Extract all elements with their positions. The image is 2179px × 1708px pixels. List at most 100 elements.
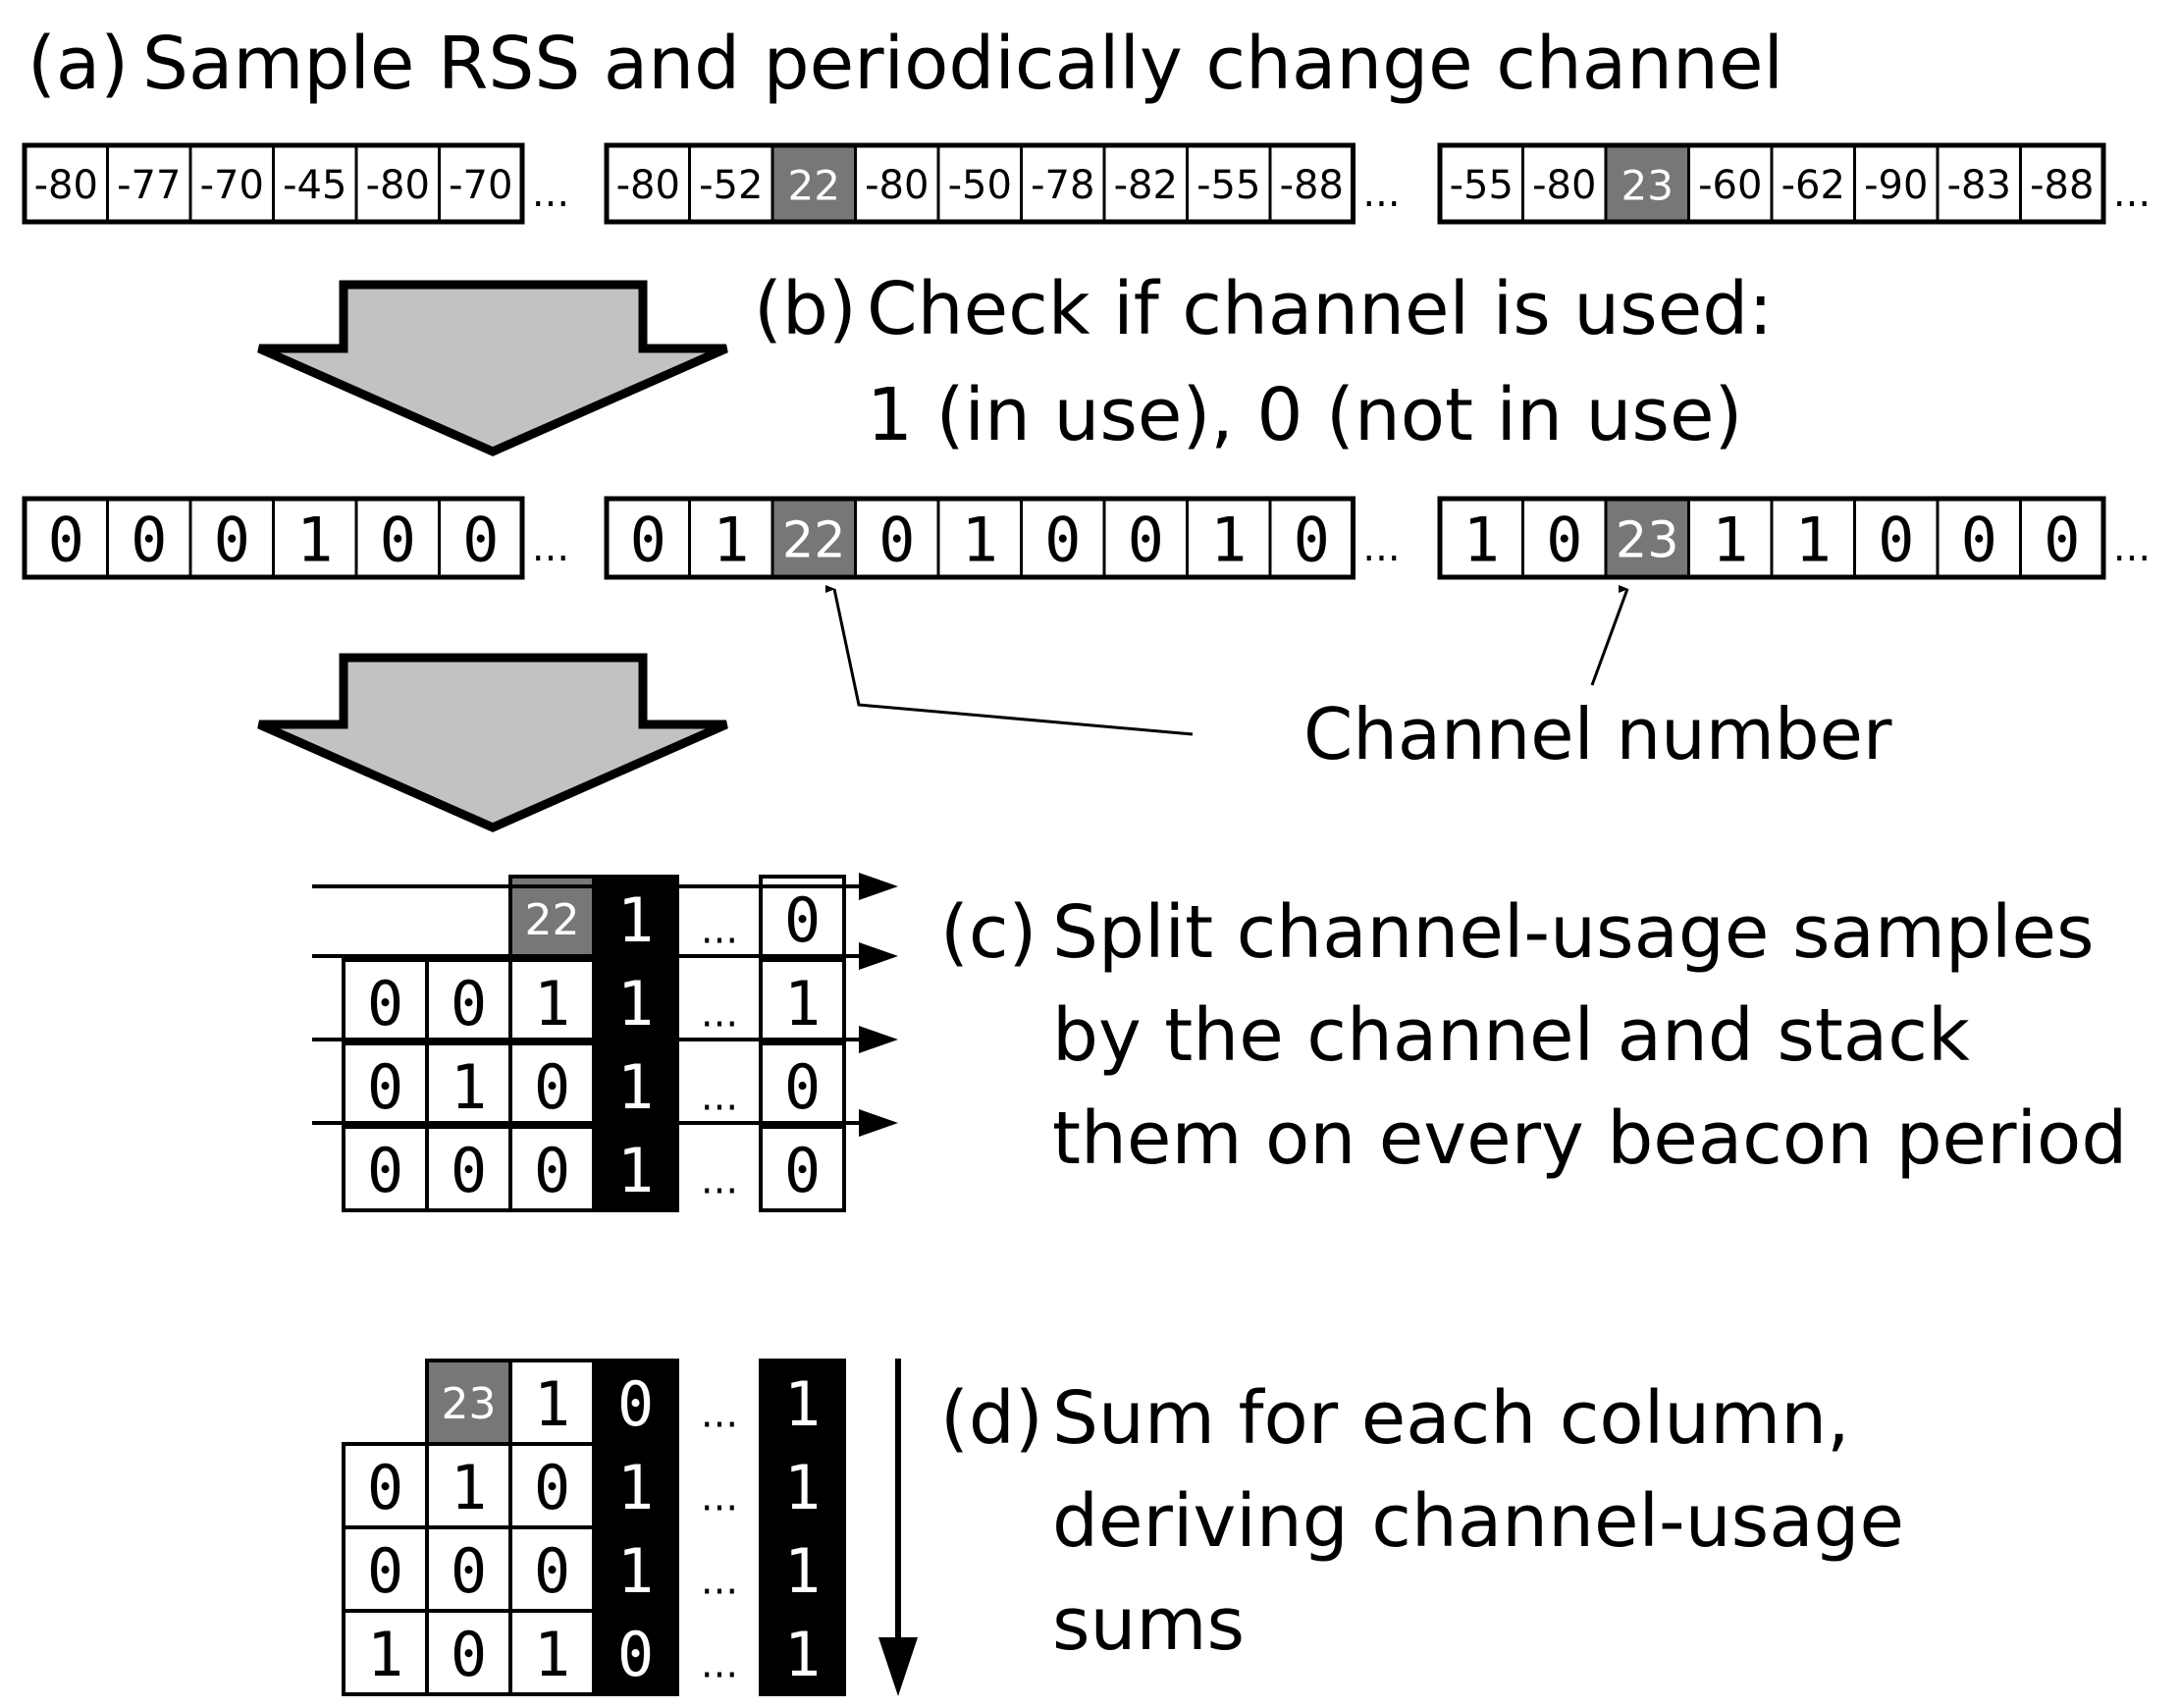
rss-value: -45	[283, 163, 346, 208]
stack-c-cell	[759, 1125, 846, 1212]
usage-cell	[23, 497, 109, 579]
stack-c-cell	[508, 1041, 596, 1129]
stack-c-cell	[342, 1041, 429, 1129]
step-d-line-3: sums	[1052, 1582, 1245, 1667]
stack-c-value: 0	[367, 1135, 403, 1206]
stack-c-value: 1	[784, 968, 821, 1040]
usage-value: 1	[1463, 505, 1500, 576]
callout-pointer-22	[825, 585, 1194, 736]
usage-value: 1	[296, 505, 333, 576]
rss-ellipsis: ...	[532, 171, 569, 216]
stack-c-cell	[759, 958, 846, 1045]
usage-value: 1	[713, 505, 749, 576]
usage-cell	[354, 497, 441, 579]
stack-d-cell	[342, 1525, 429, 1613]
usage-segment-border	[604, 496, 1355, 580]
stack-d-value: 1	[534, 1368, 570, 1440]
rss-segment-border	[604, 142, 1355, 225]
usage-ellipsis: ...	[1362, 525, 1400, 570]
stack-c-value: 0	[784, 1135, 821, 1206]
usage-value: 0	[1128, 505, 1164, 576]
step-a-marker: (a)	[27, 22, 129, 106]
usage-value: 0	[48, 505, 84, 576]
usage-value: 0	[630, 505, 666, 576]
stack-d-value: 0	[451, 1619, 487, 1690]
stack-c-timeline-arrowhead	[859, 1026, 898, 1053]
stack-d-value: 0	[534, 1452, 570, 1523]
stack-c-cell	[425, 958, 512, 1045]
stack-c-cell	[508, 958, 596, 1045]
stack-d-value: 0	[534, 1535, 570, 1607]
rss-cell	[438, 143, 524, 224]
rss-value: -60	[1698, 163, 1762, 208]
step-d-title: (d) Sum for each column, deriving channe…	[940, 1376, 1904, 1667]
stack-c-value: 0	[451, 1135, 487, 1206]
stack-d-value: 1	[367, 1619, 403, 1690]
rss-segment-border	[1437, 142, 2106, 225]
step-b-marker: (b)	[754, 267, 857, 351]
rss-value: -80	[1532, 163, 1596, 208]
usage-value: 1	[962, 505, 998, 576]
rss-value: -88	[2030, 163, 2094, 208]
stack-c-timeline-arrowhead	[859, 1109, 898, 1137]
usage-value: 0	[878, 505, 915, 576]
usage-cell	[272, 497, 358, 579]
stack-c-ellipsis: ...	[701, 1075, 738, 1120]
rss-value: -77	[117, 163, 181, 208]
stack-d-value: 1	[534, 1619, 570, 1690]
usage-value: 0	[1878, 505, 1914, 576]
stack-c-channel-number: 22	[525, 895, 580, 945]
channel-number-label: Channel number	[1303, 693, 1892, 775]
step-d-marker: (d)	[940, 1376, 1043, 1461]
stack-c-ellipsis: ...	[701, 1158, 738, 1203]
rss-value: -88	[1280, 163, 1344, 208]
stack-c-value: 1	[617, 884, 654, 956]
stack-c-timeline-arrowhead	[859, 873, 898, 900]
stack-c-highlight-column	[592, 875, 679, 1212]
usage-value: 0	[1546, 505, 1582, 576]
step-d-line-1: Sum for each column,	[1052, 1376, 1850, 1461]
stack-c-cell	[342, 958, 429, 1045]
rss-segment: -80-77-70-45-80-70	[22, 142, 525, 225]
usage-cell	[1687, 497, 1774, 579]
stack-d-ellipsis: ...	[701, 1475, 738, 1521]
stack-d-channel-number: 23	[442, 1379, 497, 1429]
rss-ellipsis: ...	[2113, 171, 2151, 216]
rss-value: -52	[699, 163, 763, 208]
stack-c-value: 1	[617, 1051, 654, 1123]
rss-value: -83	[1947, 163, 2011, 208]
stack-c-value: 0	[784, 884, 821, 956]
step-b-line-2: 1 (in use), 0 (not in use)	[867, 373, 1742, 457]
stack-d-value: 1	[451, 1452, 487, 1523]
stack-c-cell	[425, 1041, 512, 1129]
stack-d-ellipsis: ...	[701, 1559, 738, 1604]
rss-value: -62	[1781, 163, 1845, 208]
rss-value: -80	[366, 163, 430, 208]
usage-value: 1	[1210, 505, 1247, 576]
usage-value: 1	[1795, 505, 1832, 576]
rss-value: -78	[1031, 163, 1094, 208]
channel-number-callout: Channel number	[825, 585, 1892, 775]
rss-cell	[936, 143, 1023, 224]
rss-value: -90	[1864, 163, 1928, 208]
stack-c-channel-cell	[508, 875, 596, 962]
step-c-title: (c) Split channel-usage samples by the c…	[940, 890, 2127, 1181]
stack-d-value: 1	[617, 1535, 654, 1607]
stack-d-ellipsis: ...	[701, 1642, 738, 1687]
stack-c-cell	[342, 1125, 429, 1212]
rss-ellipsis: ...	[1362, 171, 1400, 216]
step-b-line-1: Check if channel is used:	[867, 267, 1773, 351]
stack-d-value: 1	[784, 1619, 821, 1690]
step-a-line-1: Sample RSS and periodically change chann…	[142, 22, 1783, 106]
stack-c-cell	[425, 1125, 512, 1212]
usage-value: 0	[1294, 505, 1330, 576]
stack-d-value: 0	[617, 1619, 654, 1690]
rss-channel-cell	[771, 143, 857, 224]
stack-d-ellipsis: ...	[701, 1392, 738, 1437]
